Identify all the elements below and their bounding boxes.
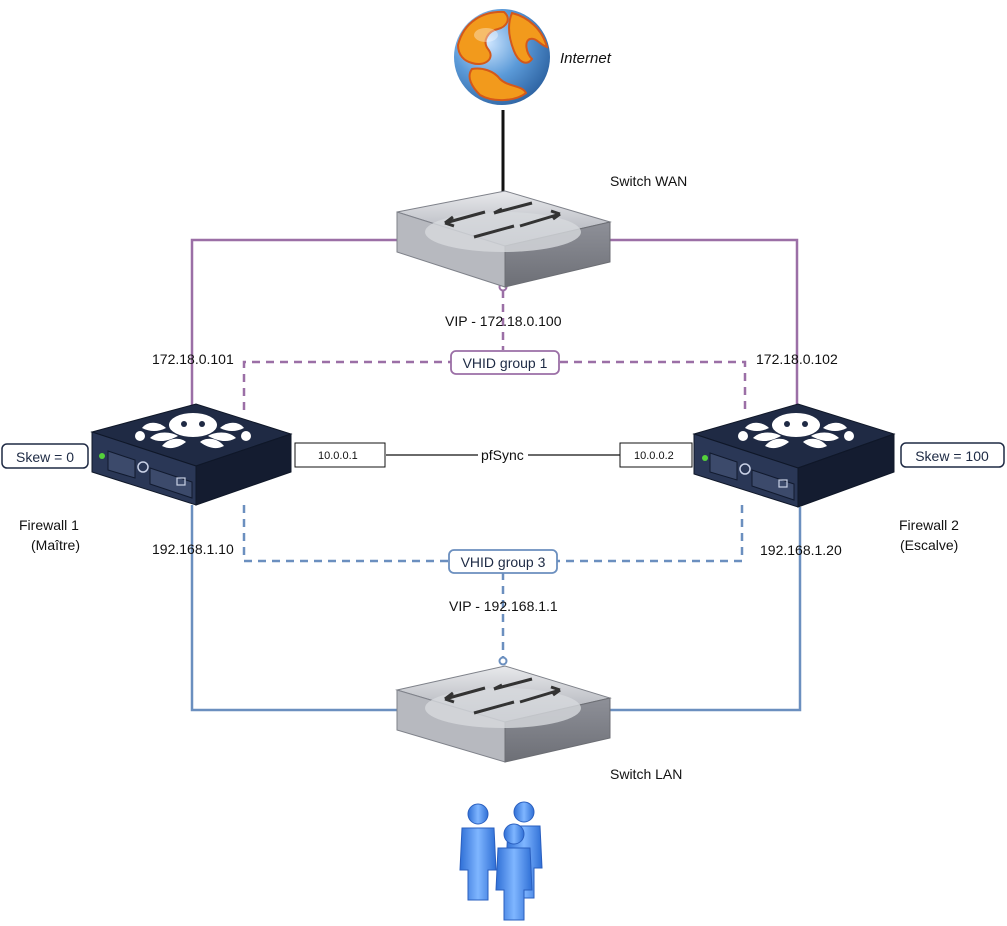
firewall-appliance-icon <box>692 403 896 508</box>
fw1-lan-ip: 192.168.1.10 <box>152 541 234 557</box>
users-group-icon <box>459 801 543 921</box>
fw1-skew-badge: Skew = 0 <box>1 443 89 469</box>
lan-link-fw2 <box>610 507 802 712</box>
switch-wan[interactable] <box>396 190 612 288</box>
fw2-sync-box: 10.0.0.2 <box>619 442 693 468</box>
vhid-group3-badge: VHID group 3 <box>448 549 558 574</box>
fw1-wan-ip: 172.18.0.101 <box>152 351 234 367</box>
globe-icon <box>454 9 550 105</box>
fw1-name: Firewall 1 <box>19 517 79 533</box>
pfsync-label: pfSync <box>481 447 524 463</box>
fw1-sync-box: 10.0.0.1 <box>294 442 386 468</box>
fw2-wan-ip: 172.18.0.102 <box>756 351 838 367</box>
fw2-role: (Escalve) <box>900 537 958 553</box>
fw2-lan-ip: 192.168.1.20 <box>760 542 842 558</box>
firewall2[interactable] <box>692 403 896 508</box>
fw1-role: (Maître) <box>31 537 80 553</box>
lan-vip-dot <box>498 656 508 666</box>
fw1-skew-label: Skew = 0 <box>16 449 74 465</box>
network-switch-icon <box>396 190 612 288</box>
switch-lan[interactable] <box>395 665 612 763</box>
firewall-appliance-icon <box>90 403 293 506</box>
switch-wan-label: Switch WAN <box>610 173 687 189</box>
wan-link-fw2 <box>610 238 799 412</box>
network-switch-icon <box>395 665 612 763</box>
vhid-group1-badge: VHID group 1 <box>450 350 560 375</box>
fw2-skew-label: Skew = 100 <box>915 448 989 464</box>
wan-link-fw1 <box>190 238 397 410</box>
firewall1[interactable] <box>90 403 293 506</box>
fw2-sync-ip: 10.0.0.2 <box>634 450 674 462</box>
vhid-group3-label: VHID group 3 <box>461 554 546 570</box>
lan-vip-label: VIP - 192.168.1.1 <box>449 598 558 614</box>
switch-lan-label: Switch LAN <box>610 766 682 782</box>
fw1-sync-ip: 10.0.0.1 <box>318 450 358 462</box>
wan-vip-label: VIP - 172.18.0.100 <box>445 313 562 329</box>
fw2-name: Firewall 2 <box>899 517 959 533</box>
fw2-skew-badge: Skew = 100 <box>900 442 1005 468</box>
vhid-group1-label: VHID group 1 <box>463 355 548 371</box>
lan-link-fw1 <box>190 505 397 712</box>
vhid-group3-link <box>242 505 744 563</box>
internet-label: Internet <box>560 50 612 67</box>
